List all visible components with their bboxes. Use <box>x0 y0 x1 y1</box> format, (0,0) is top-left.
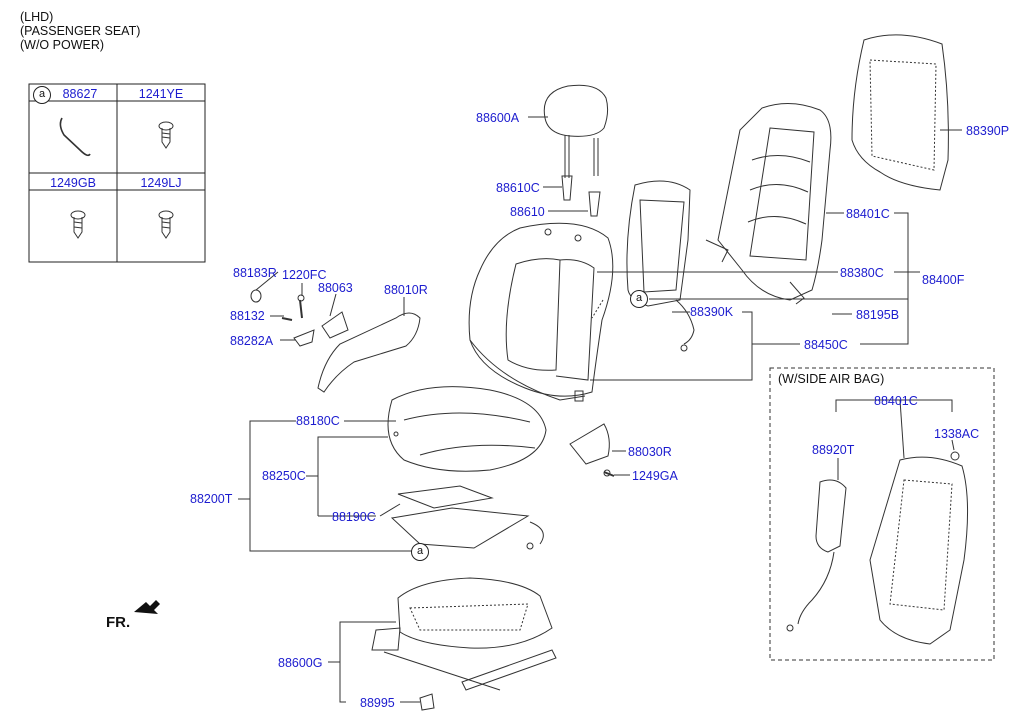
side-airbag-box <box>769 367 995 661</box>
cushion-pad-drawing <box>390 485 544 550</box>
fastener-table-grid <box>28 83 206 263</box>
callout-88390p[interactable]: 88390P <box>966 124 1010 138</box>
variant-lhd: (LHD) <box>20 10 54 24</box>
callout-88600a[interactable]: 88600A <box>476 111 520 125</box>
seatback-pad-drawing <box>626 180 695 352</box>
callout-88010r[interactable]: 88010R <box>384 283 428 297</box>
callout-88920t[interactable]: 88920T <box>812 443 855 457</box>
callout-88183r[interactable]: 88183R <box>233 266 277 280</box>
table-cell-1241ye[interactable]: 1241YE <box>138 87 184 101</box>
callout-88390k[interactable]: 88390K <box>690 305 734 319</box>
headrest-drawing <box>543 84 609 217</box>
callout-88401c[interactable]: 88401C <box>846 207 890 221</box>
ref-mark-a-cushion: a <box>411 543 429 561</box>
ref-mark-a-back: a <box>630 290 648 308</box>
callout-88063[interactable]: 88063 <box>318 281 353 295</box>
table-cell-1249lj[interactable]: 1249LJ <box>140 176 182 190</box>
table-cell-88627[interactable]: 88627 <box>62 87 98 101</box>
callout-1249ga[interactable]: 1249GA <box>632 469 678 483</box>
callout-88610c[interactable]: 88610C <box>496 181 540 195</box>
front-arrow-icon <box>134 600 160 614</box>
screw-icon <box>70 121 174 239</box>
callout-88450c[interactable]: 88450C <box>804 338 848 352</box>
seatback-panel-drawing <box>851 34 949 191</box>
seat-cushion-drawing <box>387 386 547 472</box>
side-cover-drawing <box>250 289 421 393</box>
variant-wo-power: (W/O POWER) <box>20 38 105 52</box>
callout-88250c[interactable]: 88250C <box>262 469 306 483</box>
callout-88180c[interactable]: 88180C <box>296 414 340 428</box>
seat-track-drawing <box>371 577 557 711</box>
leader-lines <box>238 116 962 703</box>
callout-88995[interactable]: 88995 <box>360 696 395 710</box>
callout-88132[interactable]: 88132 <box>230 309 265 323</box>
callout-88282a[interactable]: 88282A <box>230 334 274 348</box>
callout-airbag-88401c[interactable]: 88401C <box>874 394 918 408</box>
callout-88030r[interactable]: 88030R <box>628 445 672 459</box>
table-ref-mark: a <box>33 86 51 104</box>
table-cell-1249gb[interactable]: 1249GB <box>50 176 96 190</box>
airbag-frame-drawing <box>786 451 969 645</box>
front-direction-label: FR. <box>106 614 131 631</box>
side-airbag-title: (W/SIDE AIR BAG) <box>778 372 885 386</box>
callout-88190c[interactable]: 88190C <box>332 510 376 524</box>
callout-88380c[interactable]: 88380C <box>840 266 884 280</box>
seatback-cover-drawing <box>468 222 614 402</box>
callout-88195b[interactable]: 88195B <box>856 308 900 322</box>
variant-passenger-seat: (PASSENGER SEAT) <box>20 24 141 38</box>
callout-1338ac[interactable]: 1338AC <box>934 427 980 441</box>
callout-88610[interactable]: 88610 <box>510 205 545 219</box>
callout-1220fc[interactable]: 1220FC <box>282 268 327 282</box>
callout-88200t[interactable]: 88200T <box>190 492 233 506</box>
seatback-frame-drawing <box>705 103 832 305</box>
wire-clip-icon <box>59 117 91 157</box>
callout-88600g[interactable]: 88600G <box>278 656 323 670</box>
seat-side-cover-drawing <box>569 423 615 477</box>
callout-88400f[interactable]: 88400F <box>922 273 965 287</box>
